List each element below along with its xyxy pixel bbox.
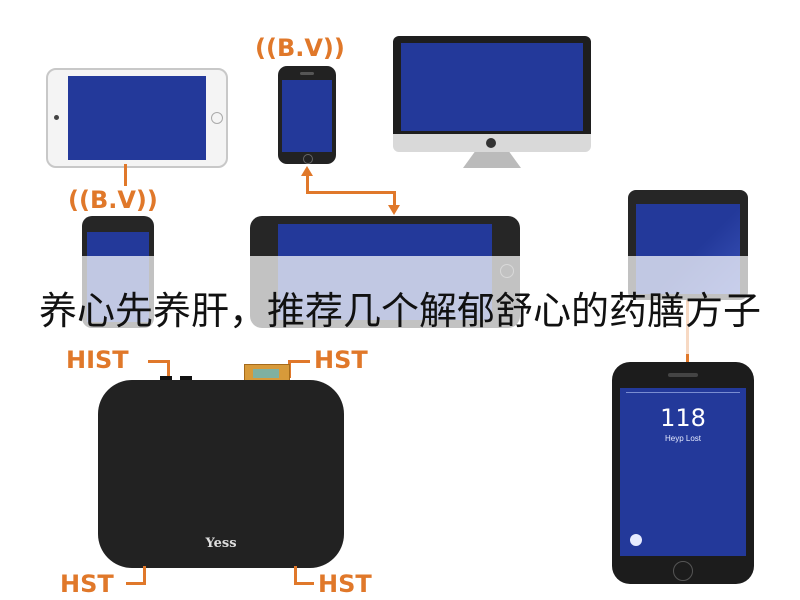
caption-banner bbox=[0, 256, 800, 354]
arrow-up-icon bbox=[301, 166, 313, 176]
hst-bl-bracket-h bbox=[126, 582, 146, 585]
phone-top bbox=[278, 66, 336, 164]
hist-label-top: HIST bbox=[66, 346, 129, 374]
hist-bracket-h bbox=[148, 360, 170, 363]
connector-vertical-right bbox=[393, 191, 396, 205]
hst-bl-bracket-v bbox=[143, 566, 146, 584]
apple-logo-icon bbox=[486, 138, 496, 148]
imac-screen bbox=[401, 43, 583, 131]
hist-bracket-v bbox=[167, 360, 170, 378]
hst-br-bracket-v bbox=[294, 566, 297, 584]
streaming-box: Yess bbox=[98, 380, 344, 568]
bv-label-left: ((B.V)) bbox=[68, 186, 158, 214]
box-brand-label: Yess bbox=[205, 536, 237, 551]
arrow-down-icon bbox=[388, 205, 400, 215]
phone-top-home-button bbox=[303, 154, 313, 164]
imac-chin bbox=[393, 134, 591, 152]
phone-status-bar bbox=[626, 392, 740, 397]
hst-label-bottom-right: HST bbox=[318, 570, 372, 598]
tablet-camera bbox=[54, 115, 59, 120]
hst-label-bottom-left: HST bbox=[60, 570, 114, 598]
phone-call-icon[interactable] bbox=[630, 534, 642, 546]
tablet-landscape bbox=[46, 68, 228, 168]
hst-top-bracket-h bbox=[288, 360, 310, 363]
connector-vertical-left bbox=[306, 175, 309, 193]
tablet-home-button bbox=[211, 112, 223, 124]
hst-label-top-right: HST bbox=[314, 346, 368, 374]
connector-horizontal bbox=[306, 191, 396, 194]
phone-large-home-button bbox=[673, 561, 693, 581]
phone-subtitle: Нeyp Lost bbox=[664, 434, 702, 443]
imac-stand bbox=[463, 152, 521, 168]
imac bbox=[393, 36, 591, 172]
tablet-screen bbox=[68, 76, 206, 160]
hst-br-bracket-h bbox=[294, 582, 314, 585]
phone-large-screen: 118 Нeyp Lost bbox=[620, 388, 746, 556]
imac-bezel bbox=[393, 36, 591, 134]
box-connector-detail bbox=[253, 369, 279, 378]
tablet-connector-line bbox=[124, 164, 127, 186]
phone-top-speaker bbox=[300, 72, 314, 75]
phone-top-screen bbox=[282, 80, 332, 152]
phone-large: 118 Нeyp Lost bbox=[612, 362, 754, 584]
phone-large-speaker bbox=[668, 373, 698, 377]
phone-number: 118 bbox=[660, 404, 706, 432]
bv-label-top: ((B.V)) bbox=[255, 34, 345, 62]
caption-text: 养心先养肝，推荐几个解郁舒心的药膳方子 bbox=[38, 289, 761, 333]
